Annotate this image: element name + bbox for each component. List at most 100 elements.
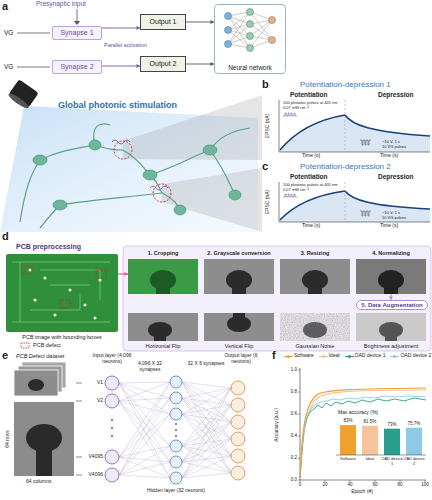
plot-axis <box>300 368 426 480</box>
spike-wave <box>112 140 168 190</box>
input-neuron <box>105 376 119 482</box>
signal-label: VG <box>4 63 13 70</box>
synapse-label: 32 X 6 synapses <box>186 361 226 367</box>
arrow-head <box>125 272 129 276</box>
synapse-line <box>119 382 231 478</box>
connector-line <box>102 28 140 29</box>
input-image <box>36 440 52 476</box>
node-text: 3. Resizing <box>301 250 330 256</box>
tick-mark <box>298 370 425 482</box>
annotation: 0.07 mW cm⁻² <box>283 106 309 111</box>
pcb-image: PCB image with bounding boxes <box>6 254 118 340</box>
pulse-train <box>283 113 297 116</box>
annotation: −10 V, 1 s <box>382 140 400 145</box>
process-frame <box>123 246 431 351</box>
bar-label: Ideal <box>359 457 381 462</box>
legend-swatch <box>390 353 400 360</box>
axis-label: EPSC (nA) <box>265 114 271 138</box>
inset-axis <box>336 455 426 456</box>
annotation: −10 V, 1 s <box>382 211 400 216</box>
tick-label: 20 <box>317 482 333 487</box>
output-box: Output 2 <box>140 56 186 72</box>
legend-sample <box>287 355 290 358</box>
axis-label: Time (s) <box>380 153 398 159</box>
layer-label: Hidden layer (32 neurons) <box>140 488 212 494</box>
input-wire <box>76 383 82 475</box>
node-text: Synapse 1 <box>60 29 93 37</box>
defect-box <box>22 266 106 308</box>
panel-letter: a <box>2 0 8 13</box>
zoom-shape <box>162 168 262 232</box>
tick-label: 0.8 <box>282 389 297 394</box>
node-text: Horizontal Flip <box>145 343 180 349</box>
bar-value: 75.7% <box>403 421 425 426</box>
pulse-train <box>283 194 297 197</box>
panel-letter: f <box>272 349 276 362</box>
legend-text: OAD device 2 <box>400 353 431 359</box>
panel-title: Potentiation-depression 2 <box>300 162 391 171</box>
plot-label: Depression <box>378 91 413 98</box>
axis-label: Time (s) <box>380 223 398 229</box>
dataset-label: PCB Defect dataset <box>16 353 64 359</box>
panel-title: Potentiation-depression 1 <box>300 80 391 89</box>
tick-label: 0.0 <box>282 477 297 482</box>
annotation: 10 VG pulses <box>382 216 406 221</box>
depression-curve <box>345 115 430 136</box>
legend-text: PCB defect <box>33 342 61 348</box>
inset-title: Max accuracy (%) <box>338 410 378 416</box>
annotation: 100 photonic pulses at 405 nm <box>283 101 337 106</box>
tick-label: 0.4 <box>282 433 297 438</box>
output-neuron <box>231 381 245 480</box>
annotation: 10 VG pulses <box>382 145 406 150</box>
plot-axis <box>279 100 430 152</box>
step-thumbnail: 2. Grayscale conversion <box>204 250 274 294</box>
neuron-processes <box>20 124 250 228</box>
step-thumbnail: 4. Normalizing <box>356 250 426 294</box>
augmented-thumbnail: Brightness adjustment <box>356 313 426 349</box>
axis-label: Accuracy (a.u.) <box>274 408 280 442</box>
connector <box>118 272 128 276</box>
highlight-circle <box>114 141 132 159</box>
hidden-neuron <box>170 376 182 484</box>
legend-swatch <box>20 342 30 349</box>
legend-text: Ideal <box>329 353 340 359</box>
tick-label: 60 <box>367 482 383 487</box>
synapse-lines <box>119 382 231 478</box>
annotation: 100 photonic pulses at 405 nm <box>283 183 337 188</box>
augmented-thumbnail: Horizontal Flip <box>128 313 198 349</box>
output-box: Output 1 <box>140 14 186 30</box>
connector-line <box>102 66 140 67</box>
legend-swatch <box>345 353 355 360</box>
node-text: Output 2 <box>150 60 177 68</box>
bar-value: 73% <box>381 422 403 427</box>
synapse-box: Synapse 1 <box>52 26 102 40</box>
signal-label: VG <box>4 29 13 36</box>
plot-area <box>280 191 430 222</box>
panel-letter: c <box>262 160 268 173</box>
pcb-pad <box>29 269 102 320</box>
bar-value: 81.5% <box>359 419 381 424</box>
plot-label: Potentiation <box>290 173 328 180</box>
signal-label: Presynaptic input <box>36 0 86 7</box>
input-image <box>14 402 74 476</box>
connector-line <box>186 64 214 65</box>
axis-label: EPSC (nA) <box>265 190 271 214</box>
pulse-train <box>360 140 371 145</box>
device2-curve <box>300 396 426 478</box>
tick-label: 0.2 <box>282 455 297 460</box>
node-text: 2. Grayscale conversion <box>207 250 270 256</box>
legend-swatch <box>319 353 329 360</box>
node-text: Synapse 2 <box>60 63 93 71</box>
potentiation-curve <box>280 191 345 220</box>
axis-label: Time (s) <box>302 223 320 229</box>
divider <box>345 182 346 222</box>
legend-swatch <box>284 353 294 360</box>
legend-sample <box>347 355 350 358</box>
pulse-train <box>360 211 371 216</box>
layer-label: Output layer (6 neurons) <box>216 353 266 365</box>
node-text: Neural network <box>228 64 272 71</box>
pcb-trace <box>12 262 110 322</box>
software-curve <box>300 388 426 478</box>
dataset-stack <box>28 379 44 391</box>
